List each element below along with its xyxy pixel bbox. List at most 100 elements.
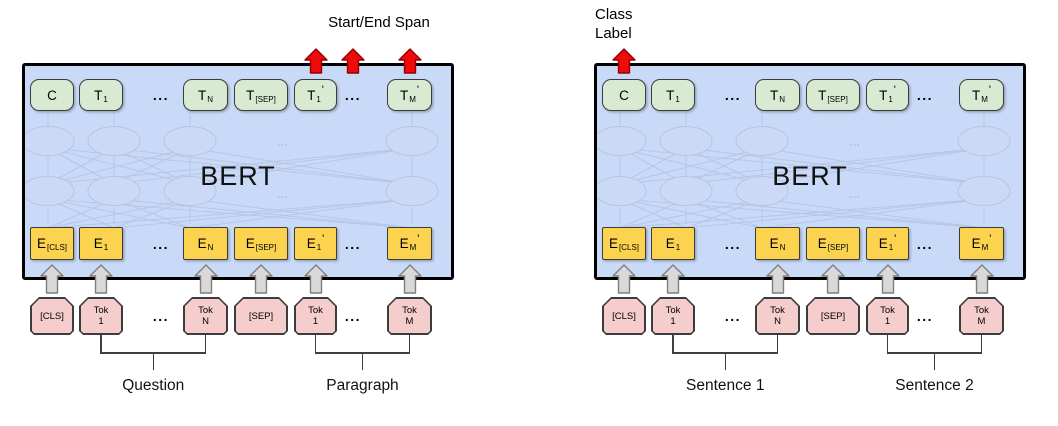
output-token-subscript: 1	[888, 94, 893, 104]
embedding-token-label: E	[36, 236, 46, 251]
input-token-label: [CLS]	[602, 297, 646, 335]
gray-up-arrow-icon	[397, 264, 422, 299]
red-up-arrow-icon	[397, 48, 422, 79]
svg-text:...: ...	[849, 134, 860, 149]
output-token-label: T	[879, 87, 888, 103]
input-token: [SEP]	[806, 297, 860, 335]
input-token-label-line: Tok	[198, 305, 213, 316]
gray-up-arrow-icon	[821, 264, 845, 299]
output-token-label: C	[619, 87, 629, 103]
input-token-label-line: N	[202, 316, 209, 327]
top-label-line: Label	[595, 24, 632, 42]
embedding-token-subscript: [SEP]	[255, 243, 277, 252]
input-token-shape	[651, 297, 695, 335]
output-token: T[SEP]	[806, 79, 860, 111]
input-token-label-line: M	[405, 316, 414, 327]
input-token-shape	[602, 297, 646, 335]
bracket-line	[672, 335, 674, 353]
bracket-line	[314, 335, 317, 353]
embedding-token-label: E	[306, 236, 316, 251]
input-token-label-line: 1	[884, 316, 891, 327]
group-label: Sentence 1	[686, 377, 765, 394]
embedding-token-prime: '	[322, 232, 325, 245]
ellipsis: ...	[152, 87, 170, 103]
embedding-token-subscript: 1	[103, 243, 109, 252]
ellipsis: ...	[152, 308, 170, 324]
gray-up-arrow-icon	[193, 264, 218, 299]
ellipsis: ...	[916, 87, 934, 103]
gray-up-arrow-icon	[612, 264, 636, 299]
embedding-token-label: E	[399, 236, 409, 251]
ellipsis: ...	[152, 235, 170, 252]
input-token-label-line: Tok	[308, 305, 323, 316]
gray-up-arrow-icon	[875, 264, 900, 299]
input-token-label-line: 1	[312, 316, 319, 327]
ellipsis: ...	[344, 235, 362, 252]
red-up-arrow-icon	[303, 48, 328, 79]
group-label: Paragraph	[326, 377, 399, 394]
output-token-label: T	[197, 87, 207, 103]
embedding-token-subscript: 1	[675, 243, 681, 252]
output-token: C	[602, 79, 646, 111]
input-token-label-line: [CLS]	[612, 310, 636, 322]
prediction-arrows	[594, 48, 1028, 74]
red-up-arrow-icon	[612, 48, 636, 79]
input-group-labels: Sentence 1 Sentence 2	[594, 0, 1028, 426]
input-token-label: [CLS]	[30, 297, 74, 335]
bracket-line	[776, 335, 779, 353]
svg-text:...: ...	[277, 134, 288, 149]
ellipsis: ...	[916, 235, 934, 252]
output-token-label: C	[47, 87, 57, 103]
gray-up-arrow-icon	[661, 264, 685, 299]
embedding-token-subscript: 1	[316, 243, 322, 252]
embedding-token-label: E	[93, 236, 103, 251]
output-token-prime: '	[321, 84, 324, 96]
embedding-token-label: E	[245, 236, 255, 251]
svg-text:...: ...	[277, 186, 288, 201]
output-token-subscript: M	[409, 94, 416, 104]
embedding-token-label: E	[608, 236, 618, 251]
input-token-label: [SEP]	[234, 297, 288, 335]
output-token-subscript: N	[779, 94, 786, 104]
input-token-shape	[387, 297, 432, 335]
embedding-token-label: E	[878, 236, 888, 251]
ellipsis: ...	[344, 87, 362, 103]
input-token-label-line: [SEP]	[248, 310, 274, 322]
output-token-label: T	[307, 87, 316, 103]
group-label: Sentence 2	[895, 377, 974, 394]
output-token-label: T	[818, 87, 827, 103]
input-arrows	[594, 264, 1028, 294]
bracket-stem	[361, 352, 364, 370]
bracket-line	[204, 335, 207, 353]
embedding-token-label: E	[197, 236, 207, 251]
embedding-token: E[SEP]	[806, 227, 860, 260]
input-token-shape	[79, 297, 123, 335]
input-token-shape	[30, 297, 74, 335]
embedding-token-subscript: 1	[888, 243, 894, 252]
input-token-label-line: 1	[670, 316, 676, 327]
input-token-label-line: Tok	[665, 305, 681, 316]
input-token-label-line: Tok	[770, 305, 785, 316]
embedding-token-subscript: N	[779, 243, 786, 252]
